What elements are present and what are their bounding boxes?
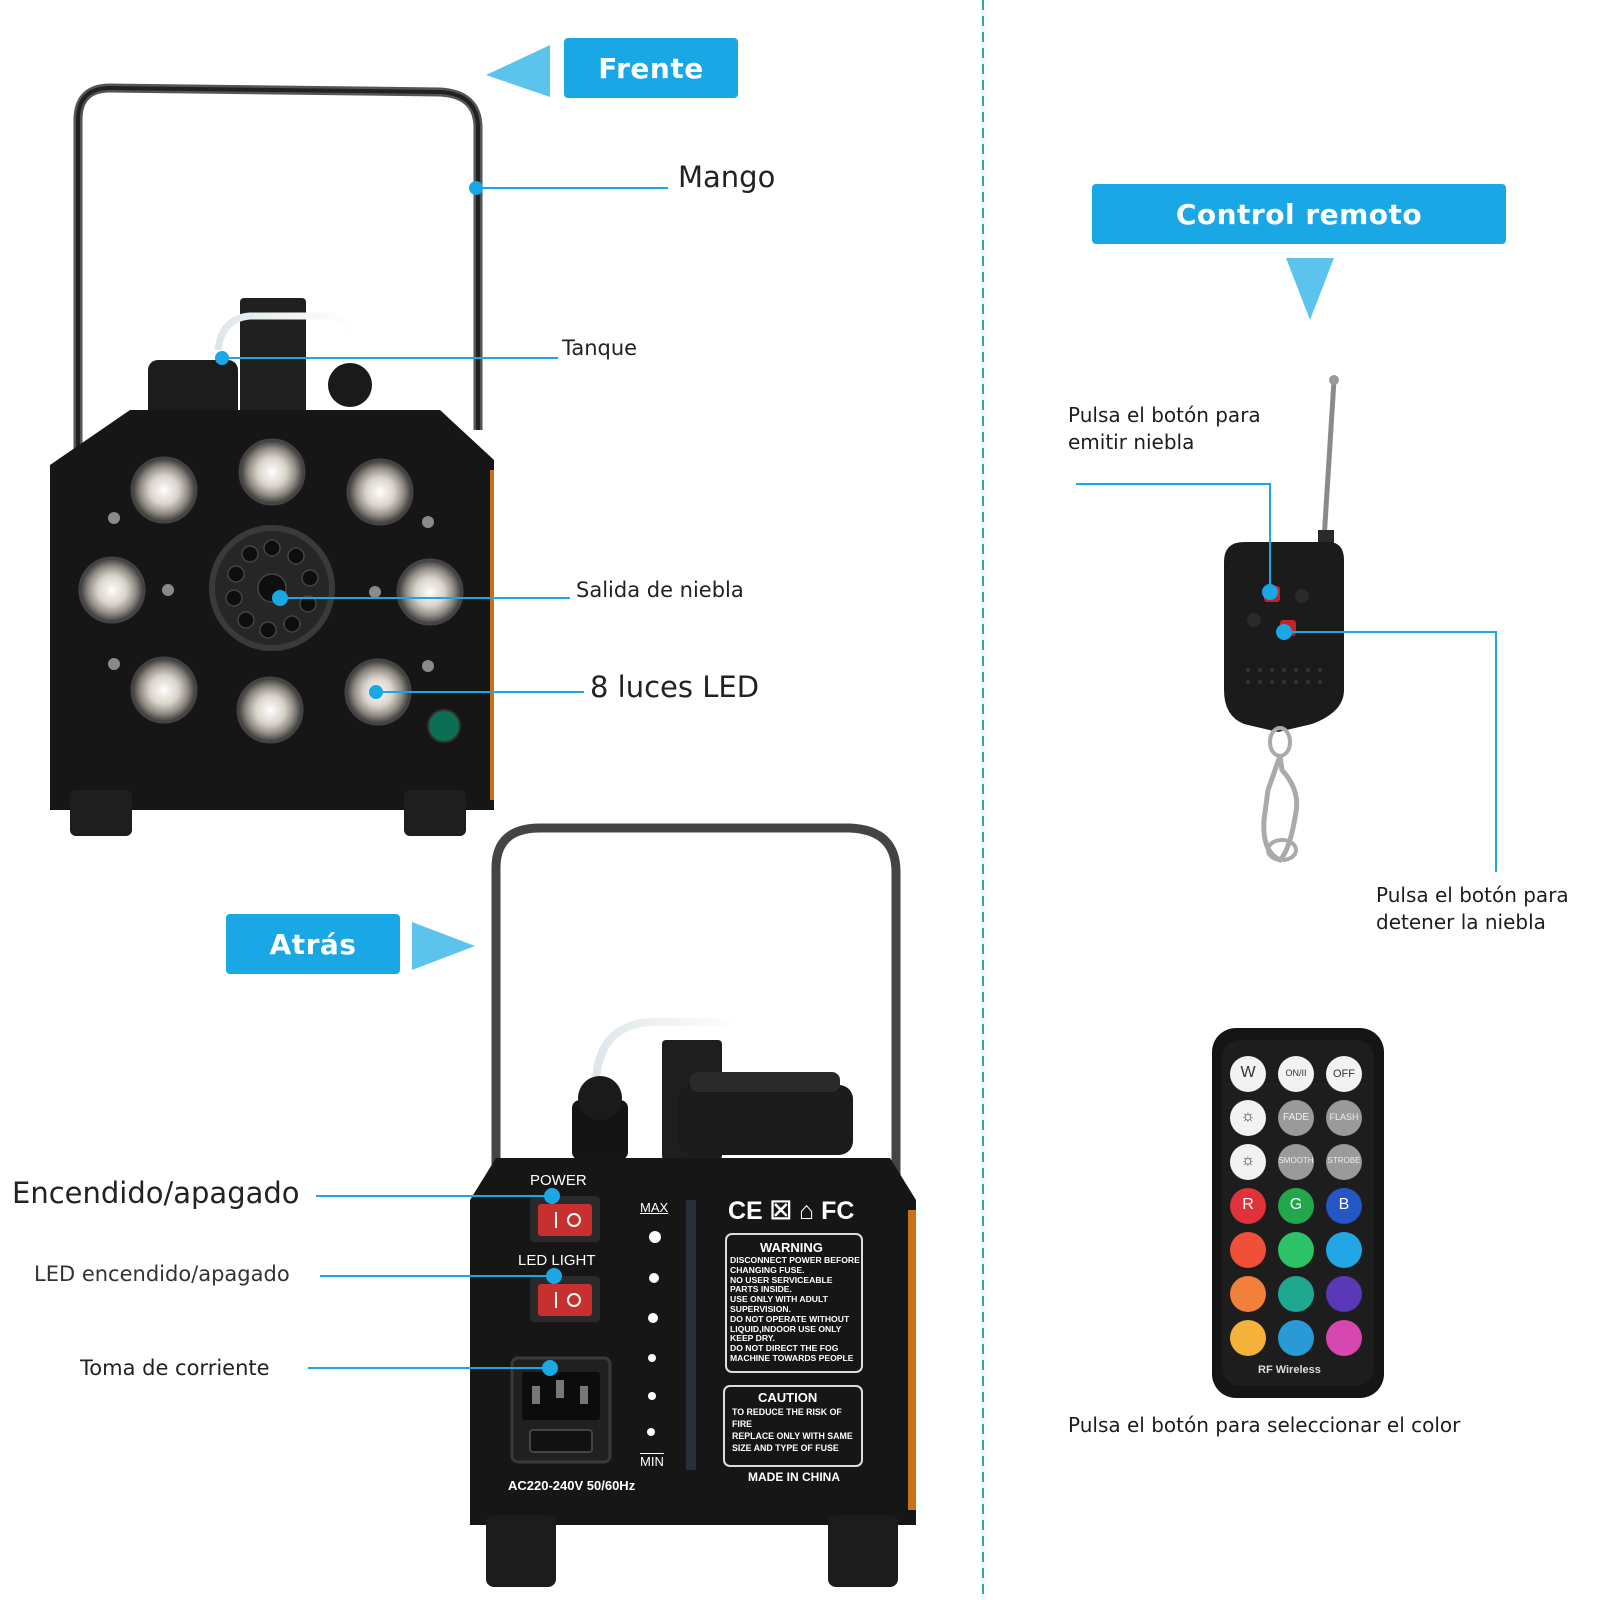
remote-button-g: G	[1289, 1196, 1303, 1213]
remote-button-fade: FADE	[1282, 1112, 1310, 1123]
fog-outlet-label: Salida de niebla	[576, 578, 744, 602]
front-machine	[50, 83, 494, 836]
back-callouts	[308, 1188, 562, 1376]
remote-button-b: B	[1338, 1196, 1350, 1213]
panel-certs-text: CE ☒ ⌂ FC	[728, 1197, 855, 1225]
remote-button-bright-up: ☼	[1240, 1108, 1256, 1125]
caution-lines: TO REDUCE THE RISK OF FIRE REPLACE ONLY …	[732, 1406, 862, 1454]
warning-line: SUPERVISION.	[730, 1303, 791, 1314]
warning-line: DO NOT OPERATE WITHOUT	[730, 1313, 850, 1324]
tank-label: Tanque	[562, 336, 638, 360]
press-emit-line-1: Pulsa el botón para	[1068, 403, 1261, 427]
press-stop-label: Pulsa el botón para detener la niebla	[1376, 882, 1569, 936]
press-stop-line-1: Pulsa el botón para	[1376, 883, 1569, 907]
warning-line: LIQUID,INDOOR USE ONLY	[730, 1323, 842, 1334]
press-stop-line-2: detener la niebla	[1376, 910, 1546, 934]
back-tag: Atrás	[226, 914, 400, 974]
keyfob-callouts	[1076, 483, 1497, 872]
warning-line: NO USER SERVICEABLE	[730, 1274, 833, 1285]
rgb-remote	[1212, 1028, 1384, 1398]
press-emit-line-2: emitir niebla	[1068, 430, 1195, 454]
warning-line: DISCONNECT POWER BEFORE	[730, 1255, 860, 1265]
remote-button-r: R	[1242, 1196, 1254, 1213]
made-in-text: MADE IN CHINA	[748, 1470, 840, 1484]
front-tag: Frente	[564, 38, 738, 98]
caution-title: CAUTION	[758, 1390, 818, 1405]
press-color-label: Pulsa el botón para seleccionar el color	[1068, 1413, 1461, 1437]
warning-lines: DISCONNECT POWER BEFORE CHANGING FUSE. N…	[730, 1255, 862, 1364]
leds-label: 8 luces LED	[590, 670, 760, 704]
warning-line: USE ONLY WITH ADULT	[730, 1294, 828, 1305]
remote-tag: Control remoto	[1092, 184, 1506, 244]
remote-button-flash: FLASH	[1329, 1112, 1359, 1122]
back-machine	[470, 823, 916, 1587]
remote-button-strobe: STROBE	[1327, 1156, 1361, 1165]
caution-line: SIZE AND TYPE OF FUSE	[732, 1443, 839, 1453]
warning-title: WARNING	[760, 1240, 823, 1255]
press-emit-label: Pulsa el botón para emitir niebla	[1068, 402, 1261, 456]
socket-label: Toma de corriente	[80, 1356, 270, 1380]
caution-line: REPLACE ONLY WITH SAME	[732, 1431, 853, 1441]
front-callouts	[215, 181, 668, 699]
panel-max-text: MAX	[640, 1200, 669, 1215]
handle-label: Mango	[678, 160, 776, 194]
warning-line: DO NOT DIRECT THE FOG	[730, 1343, 839, 1354]
remote-button-on: ON/II	[1285, 1068, 1307, 1078]
warning-line: MACHINE TOWARDS PEOPLE	[730, 1352, 854, 1363]
remote-button-smooth: SMOOTH	[1278, 1156, 1314, 1165]
panel-power-text: POWER	[530, 1172, 587, 1189]
voltage-text: AC220-240V 50/60Hz	[508, 1478, 636, 1493]
back-arrow	[412, 922, 475, 970]
remote-button-bright-down: ☼	[1240, 1152, 1256, 1169]
led-switch-label: LED encendido/apagado	[34, 1262, 290, 1286]
caution-line: TO REDUCE THE RISK OF	[732, 1407, 842, 1417]
front-arrow	[486, 45, 550, 97]
remote-button-off: OFF	[1333, 1068, 1355, 1080]
warning-line: CHANGING FUSE.	[730, 1264, 805, 1275]
warning-line: PARTS INSIDE.	[730, 1284, 792, 1295]
rf-wireless-text: RF Wireless	[1258, 1364, 1321, 1376]
power-switch-label: Encendido/apagado	[12, 1176, 300, 1210]
warning-line: KEEP DRY.	[730, 1333, 775, 1344]
led-lights	[78, 438, 464, 744]
remote-button-w: W	[1240, 1064, 1256, 1081]
panel-led-light-text: LED LIGHT	[518, 1252, 596, 1269]
remote-arrow	[1286, 258, 1334, 320]
panel-min-text: MIN	[640, 1454, 664, 1469]
caution-line: FIRE	[732, 1419, 753, 1429]
